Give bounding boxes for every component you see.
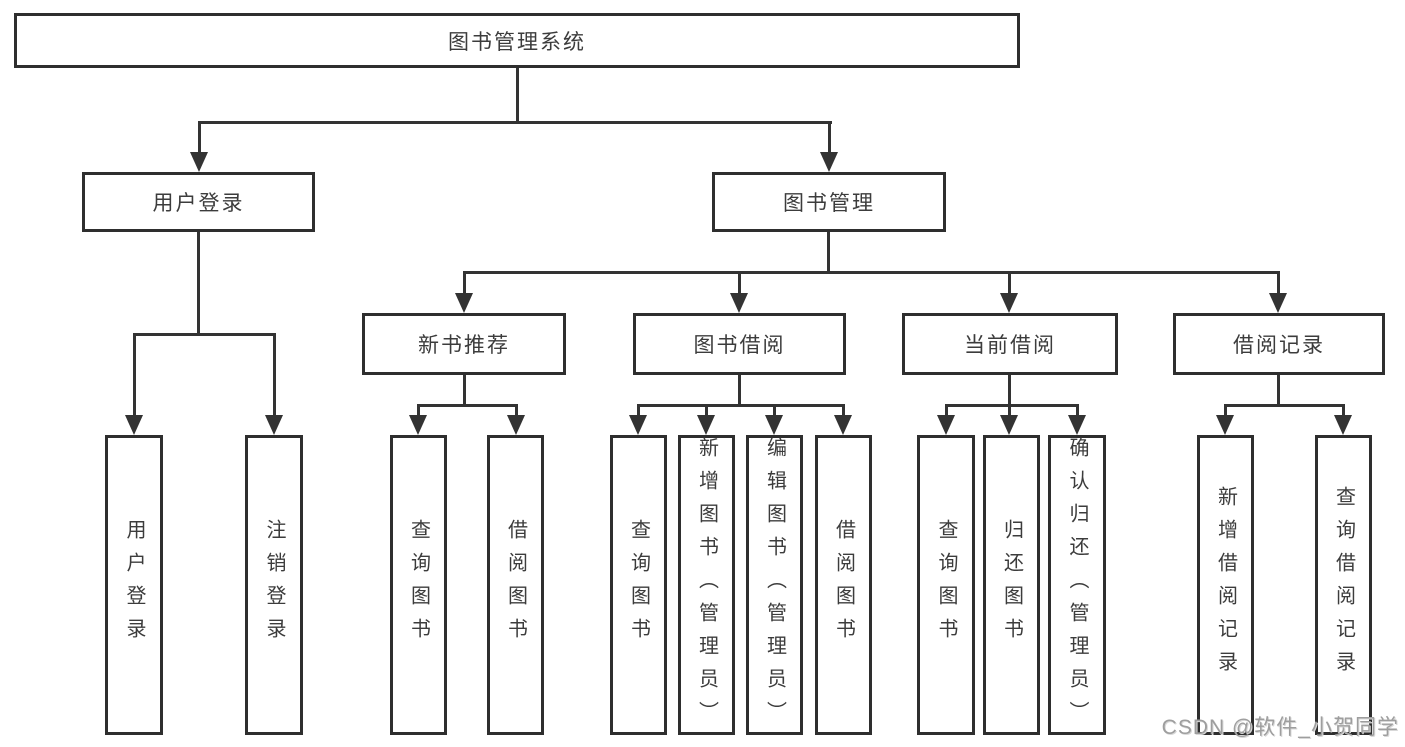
node-current-borrowing: 当前借阅 bbox=[902, 313, 1118, 375]
connector-drop-book-borrow bbox=[738, 271, 741, 294]
connector-new-book-rail bbox=[417, 404, 518, 407]
connector-borrow-record-trunk bbox=[1277, 374, 1280, 407]
arrow-down-icon bbox=[937, 415, 955, 435]
leaf-return-books: 归还图书 bbox=[983, 435, 1040, 735]
leaf-label: 新增借阅记录 bbox=[1214, 486, 1237, 684]
leaf-label: 确认归还（管理员） bbox=[1066, 436, 1088, 734]
arrow-down-icon bbox=[1068, 415, 1086, 435]
connector-drop-borrow-record bbox=[1277, 271, 1280, 294]
connector-drop-leaf bbox=[1224, 404, 1227, 417]
leaf-logout: 注销登录 bbox=[245, 435, 303, 735]
arrow-down-icon bbox=[765, 415, 783, 435]
leaf-label: 新增图书（管理员） bbox=[695, 436, 718, 734]
arrow-down-icon bbox=[125, 415, 143, 435]
connector-drop-book-management bbox=[828, 121, 831, 154]
arrow-down-icon bbox=[409, 415, 427, 435]
arrow-down-icon bbox=[507, 415, 525, 435]
leaf-label: 借阅图书 bbox=[504, 519, 527, 651]
connector-level3-rail bbox=[463, 271, 1280, 274]
connector-current-borrow-trunk bbox=[1008, 374, 1011, 407]
connector-level2-rail bbox=[198, 121, 832, 124]
connector-drop-leaf bbox=[417, 404, 420, 417]
node-book-borrowing: 图书借阅 bbox=[633, 313, 846, 375]
connector-book-management-trunk bbox=[827, 231, 830, 274]
connector-root-trunk bbox=[516, 67, 519, 123]
leaf-add-borrow-record: 新增借阅记录 bbox=[1197, 435, 1254, 735]
arrow-down-icon bbox=[190, 152, 208, 172]
connector-drop-leaf bbox=[515, 404, 518, 417]
arrow-down-icon bbox=[730, 293, 748, 313]
connector-drop-new-book bbox=[463, 271, 466, 294]
node-borrowing-records: 借阅记录 bbox=[1173, 313, 1385, 375]
arrow-down-icon bbox=[834, 415, 852, 435]
connector-user-login-trunk bbox=[197, 231, 200, 336]
leaf-label: 归还图书 bbox=[1000, 519, 1023, 651]
arrow-down-icon bbox=[1000, 293, 1018, 313]
leaf-query-books: 查询图书 bbox=[610, 435, 667, 735]
leaf-label: 注销登录 bbox=[263, 519, 285, 651]
arrow-down-icon bbox=[1216, 415, 1234, 435]
leaf-confirm-return-admin: 确认归还（管理员） bbox=[1048, 435, 1106, 735]
arrow-down-icon bbox=[1269, 293, 1287, 313]
leaf-label: 查询图书 bbox=[935, 519, 957, 651]
arrow-down-icon bbox=[1000, 415, 1018, 435]
connector-drop-leaf bbox=[842, 404, 845, 417]
leaf-query-borrow-record: 查询借阅记录 bbox=[1315, 435, 1372, 735]
leaf-label: 用户登录 bbox=[123, 519, 145, 651]
leaf-query-books: 查询图书 bbox=[390, 435, 447, 735]
connector-borrow-record-rail bbox=[1224, 404, 1345, 407]
leaf-label: 借阅图书 bbox=[832, 519, 855, 651]
leaf-label: 查询图书 bbox=[407, 519, 430, 651]
connector-book-borrow-trunk bbox=[738, 374, 741, 407]
node-user-login: 用户登录 bbox=[82, 172, 315, 232]
connector-drop-current-borrow bbox=[1008, 271, 1011, 294]
connector-drop-leaf bbox=[637, 404, 640, 417]
arrow-down-icon bbox=[1334, 415, 1352, 435]
connector-drop-leaf bbox=[705, 404, 708, 417]
connector-drop-leaf bbox=[1076, 404, 1079, 417]
node-book-management: 图书管理 bbox=[712, 172, 946, 232]
leaf-label: 编辑图书（管理员） bbox=[763, 436, 786, 734]
connector-user-login-rail bbox=[133, 333, 276, 336]
arrow-down-icon bbox=[455, 293, 473, 313]
leaf-borrow-books: 借阅图书 bbox=[815, 435, 872, 735]
leaf-user-login: 用户登录 bbox=[105, 435, 163, 735]
leaf-label: 查询图书 bbox=[627, 519, 650, 651]
node-new-book-recommendation: 新书推荐 bbox=[362, 313, 566, 375]
csdn-watermark: CSDN @软件_小贺同学 bbox=[1161, 716, 1399, 739]
connector-drop-login-leaf bbox=[133, 333, 136, 416]
connector-drop-leaf bbox=[1342, 404, 1345, 417]
connector-new-book-trunk bbox=[463, 374, 466, 407]
connector-book-borrow-rail bbox=[637, 404, 845, 407]
leaf-add-books-admin: 新增图书（管理员） bbox=[678, 435, 735, 735]
connector-drop-leaf bbox=[1008, 404, 1011, 417]
leaf-borrow-books: 借阅图书 bbox=[487, 435, 544, 735]
connector-current-borrow-rail bbox=[945, 404, 1079, 407]
node-library-management-system: 图书管理系统 bbox=[14, 13, 1020, 68]
arrow-down-icon bbox=[629, 415, 647, 435]
arrow-down-icon bbox=[265, 415, 283, 435]
connector-drop-logout-leaf bbox=[273, 333, 276, 416]
connector-drop-leaf bbox=[945, 404, 948, 417]
connector-drop-user-login bbox=[198, 121, 201, 154]
arrow-down-icon bbox=[697, 415, 715, 435]
leaf-edit-books-admin: 编辑图书（管理员） bbox=[746, 435, 803, 735]
arrow-down-icon bbox=[820, 152, 838, 172]
leaf-label: 查询借阅记录 bbox=[1332, 486, 1355, 684]
leaf-query-books: 查询图书 bbox=[917, 435, 975, 735]
connector-drop-leaf bbox=[773, 404, 776, 417]
